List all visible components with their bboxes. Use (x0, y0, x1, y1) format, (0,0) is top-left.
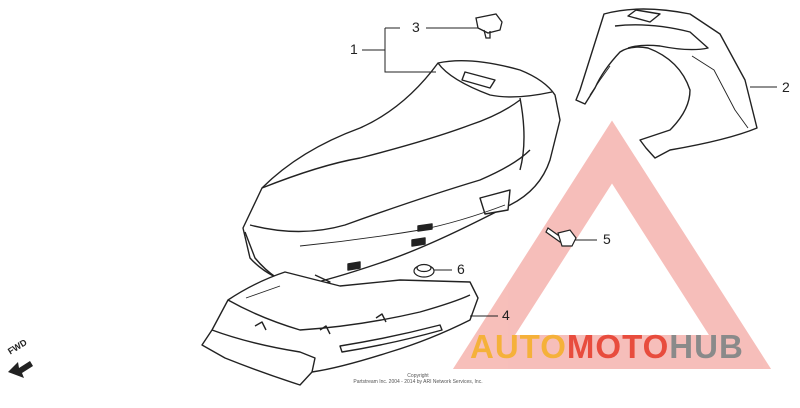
callout-1: 1 (350, 41, 358, 57)
part-front-shield (575, 8, 758, 159)
part-seat-cowl (242, 59, 561, 289)
forward-arrow-icon (8, 361, 33, 378)
copyright-line-2: Partstream Inc. 2004 - 2014 by ARI Netwo… (353, 379, 483, 385)
wordmark-auto: AUTO (470, 328, 567, 365)
watermark-logo-mark (452, 120, 772, 369)
copyright-line-1: Copyright (407, 373, 429, 379)
callout-3: 3 (412, 19, 420, 35)
part-grommet (413, 263, 435, 278)
watermark-wordmark: AUTOMOTOHUB (470, 328, 744, 366)
part-lower-cover (201, 271, 479, 386)
part-clip (475, 13, 503, 39)
copyright-notice: Copyright Partstream Inc. 2004 - 2014 by… (318, 373, 518, 385)
wordmark-hub: HUB (669, 328, 744, 365)
callout-5: 5 (603, 231, 611, 247)
callout-leaders (362, 27, 777, 317)
part-screw (545, 227, 577, 247)
callout-4: 4 (502, 307, 510, 323)
callout-6: 6 (457, 261, 465, 277)
callout-2: 2 (782, 79, 790, 95)
wordmark-moto: MOTO (566, 328, 670, 365)
